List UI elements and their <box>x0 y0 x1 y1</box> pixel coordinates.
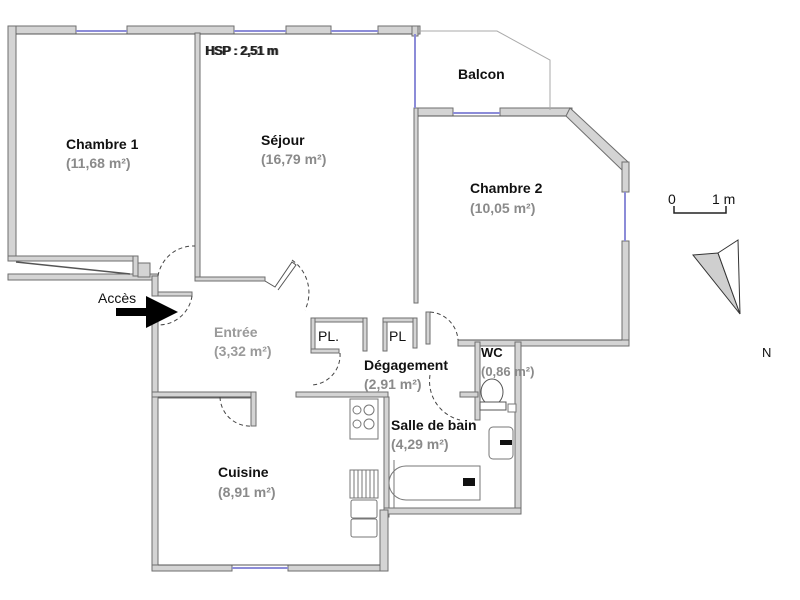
ceiling-height-label: HSP : 2,51 m <box>205 43 278 58</box>
wall <box>7 25 17 257</box>
wall <box>7 255 139 262</box>
wall <box>250 391 257 427</box>
stove-icon <box>349 398 379 440</box>
room-area-salle-de-bain: (4,29 m²) <box>391 436 449 452</box>
wall <box>151 311 159 398</box>
closet-label-1: PL. <box>318 328 340 344</box>
sink-icon <box>349 469 379 538</box>
wall <box>310 317 368 323</box>
room-name-entree: Entrée <box>214 324 258 340</box>
wall <box>382 317 418 323</box>
room-name-sejour: Séjour <box>261 132 305 148</box>
room-name-chambre-1: Chambre 1 <box>66 136 139 152</box>
wall <box>310 317 316 354</box>
room-name-wc: WC <box>481 345 503 360</box>
scale-start-label: 0 <box>668 191 676 207</box>
toilet-icon <box>479 378 517 413</box>
wall <box>379 509 389 572</box>
wall <box>194 276 266 282</box>
wall <box>157 291 193 297</box>
wall <box>132 255 139 277</box>
door-swings <box>157 245 461 427</box>
wall <box>151 564 233 572</box>
room-name-chambre-2: Chambre 2 <box>470 180 543 196</box>
room-name-balcon: Balcon <box>458 66 505 82</box>
wall <box>425 311 431 345</box>
room-area-sejour: (16,79 m²) <box>261 151 327 167</box>
wall <box>285 25 332 35</box>
washbasin-icon <box>488 426 514 460</box>
wall <box>621 161 630 193</box>
wall <box>499 107 573 117</box>
wall <box>362 317 368 352</box>
wall <box>412 317 418 349</box>
wall <box>474 341 481 421</box>
balcony-outline <box>418 30 551 110</box>
closet-door <box>15 261 131 275</box>
access-arrow-icon <box>116 296 178 328</box>
bathtub-icon <box>388 460 481 508</box>
wall <box>565 107 629 171</box>
room-name-salle-de-bain: Salle de bain <box>391 417 477 433</box>
closet-label-2: PL <box>389 328 407 344</box>
wall <box>287 564 389 572</box>
wall <box>194 32 201 282</box>
windows <box>76 30 626 569</box>
wall <box>413 107 419 304</box>
wall <box>151 275 159 297</box>
room-area-wc: (0,86 m²) <box>481 364 535 379</box>
wall <box>621 240 630 346</box>
north-arrow-icon <box>692 239 741 315</box>
wall <box>137 262 151 278</box>
scale-end-label: 1 m <box>712 191 736 207</box>
wall <box>7 25 77 35</box>
wall <box>459 391 479 398</box>
access-label: Accès <box>98 290 137 306</box>
wall <box>151 396 159 572</box>
room-area-chambre-2: (10,05 m²) <box>470 200 536 216</box>
sejour-door <box>264 261 297 291</box>
room-name-degagement: Dégagement <box>364 357 449 373</box>
wall <box>383 507 522 515</box>
wall <box>383 396 390 518</box>
scale-bar <box>673 206 727 214</box>
wall <box>414 107 454 117</box>
north-label: N <box>762 345 772 360</box>
wall <box>295 391 389 398</box>
wall <box>310 348 340 354</box>
room-area-entree: (3,32 m²) <box>214 343 272 359</box>
room-area-cuisine: (8,91 m²) <box>218 484 276 500</box>
room-area-chambre-1: (11,68 m²) <box>66 155 131 171</box>
room-name-cuisine: Cuisine <box>218 464 269 480</box>
wall <box>382 317 388 352</box>
wall <box>126 25 235 35</box>
room-area-degagement: (2,91 m²) <box>364 376 422 392</box>
